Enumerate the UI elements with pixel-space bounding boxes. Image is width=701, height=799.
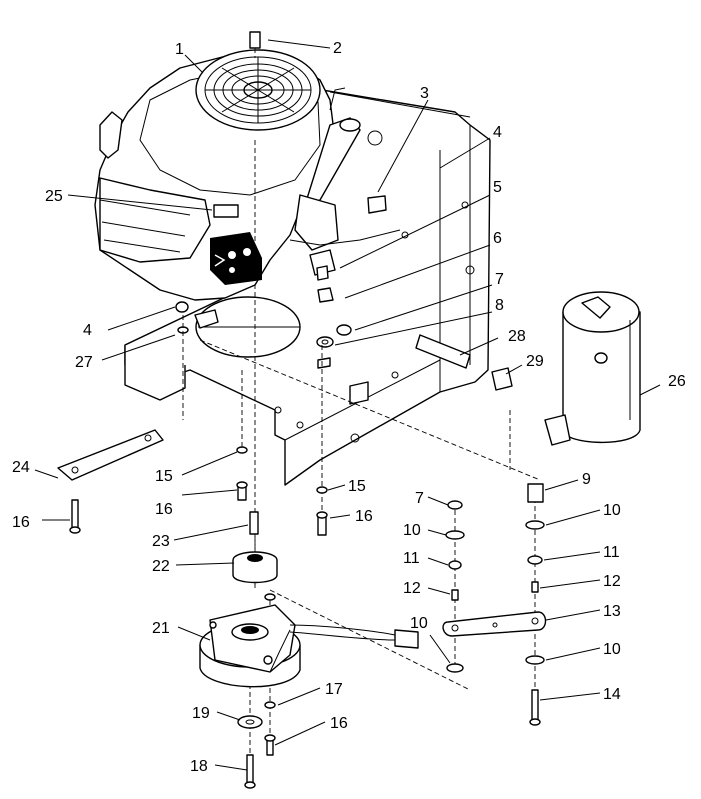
callout-labels: 1 2 3 4 4 5 6 7 7 8 9 10 10 10 10 11 11 …	[12, 40, 686, 775]
callout-8: 8	[495, 297, 504, 314]
engine	[94, 49, 401, 301]
part-4-27	[175, 301, 219, 334]
muffler	[544, 291, 641, 446]
callout-23: 23	[152, 533, 170, 550]
callout-2: 2	[333, 40, 342, 57]
callout-15-right: 15	[348, 478, 366, 495]
callout-5: 5	[493, 179, 502, 196]
part-5-6-8	[316, 265, 352, 369]
part-2	[249, 31, 261, 58]
callout-10-right-bottom: 10	[603, 641, 621, 658]
callout-10-right-top: 10	[603, 502, 621, 519]
clutch-fasteners	[237, 593, 276, 789]
bracket-24	[57, 429, 164, 534]
callout-29: 29	[526, 353, 544, 370]
callout-16-left: 16	[155, 501, 173, 518]
callout-14: 14	[603, 686, 621, 703]
callout-16-center: 16	[355, 508, 373, 525]
callout-26: 26	[668, 373, 686, 390]
idler-stack-right	[525, 483, 545, 726]
callout-15-left: 15	[155, 468, 173, 485]
callout-10-center-bottom: 10	[410, 615, 428, 632]
callout-12-right: 12	[603, 573, 621, 590]
callout-24: 24	[12, 459, 30, 476]
callout-7-center: 7	[415, 490, 424, 507]
callout-9: 9	[582, 471, 591, 488]
part-28-29	[415, 334, 513, 391]
pulley-22-key-23	[232, 511, 278, 584]
callout-17: 17	[325, 681, 343, 698]
callout-4-left: 4	[83, 322, 92, 339]
callout-16-bottom: 16	[330, 715, 348, 732]
callout-13: 13	[603, 603, 621, 620]
leader-lines	[34, 39, 661, 771]
callout-12-center: 12	[403, 580, 421, 597]
clutch	[199, 604, 419, 688]
callout-27: 27	[75, 354, 93, 371]
callout-19: 19	[192, 705, 210, 722]
callout-4-top: 4	[493, 124, 502, 141]
fan-grille	[195, 49, 321, 131]
callout-10-center-top: 10	[403, 522, 421, 539]
callout-11-right: 11	[603, 544, 620, 561]
callout-22: 22	[152, 558, 170, 575]
callout-21: 21	[152, 620, 170, 637]
callout-6: 6	[493, 230, 502, 247]
callout-7-top: 7	[495, 271, 504, 288]
callout-1: 1	[175, 41, 184, 58]
callout-28: 28	[508, 328, 526, 345]
callout-25: 25	[45, 188, 63, 205]
callout-16-far-left: 16	[12, 514, 30, 531]
idler-arm	[442, 611, 547, 637]
callout-3: 3	[420, 85, 429, 102]
callout-11-center: 11	[403, 550, 420, 567]
bolts-left	[236, 446, 328, 536]
callout-18: 18	[190, 758, 208, 775]
